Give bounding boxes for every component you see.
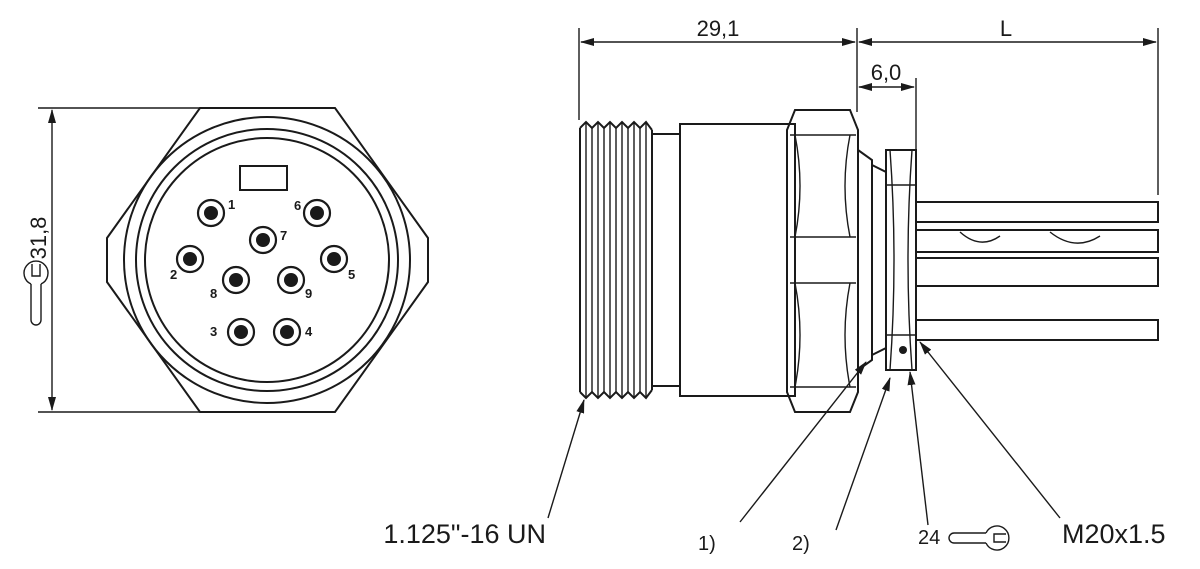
pin-9 [276,265,306,295]
pin-3 [226,317,256,347]
wrench-icon [23,260,49,326]
pin-label-1: 1 [228,197,235,212]
cable-wires [916,201,1159,341]
pin-label-7: 7 [280,228,287,243]
hex-nut [786,109,859,413]
pin-label-5: 5 [348,267,355,282]
pin-label-4: 4 [305,324,313,339]
hex-body-outline [106,107,429,413]
pin-6 [302,198,332,228]
pin-2 [175,244,205,274]
inner-ring [135,128,399,392]
pin-4 [272,317,302,347]
pin-1 [196,198,226,228]
leader-note2 [835,377,891,531]
dim-label-width-across-flats: 31,8 [26,217,51,260]
outer-ring [123,116,411,404]
callout-note2: 2) [792,533,810,555]
flat-washer [871,164,887,356]
callout-mount-thread: M20x1.5 [1062,519,1166,549]
wrench-icon [948,525,1010,551]
body-cylinder [679,123,796,397]
dim-label-nut-length: 6,0 [871,60,902,85]
pin-7 [248,225,278,255]
seal-ring [857,149,873,371]
pin-label-3: 3 [210,324,217,339]
leader-wrench [907,371,929,526]
leader-mount-thread [919,341,1061,519]
side-view: 29,1 L 6,0 [383,16,1165,555]
pin-label-6: 6 [294,198,301,213]
leader-thread [547,399,585,519]
pin-label-2: 2 [170,267,177,282]
pin-label-8: 8 [210,286,217,301]
coding-key [239,165,288,191]
pin-5 [319,244,349,274]
thread-section [579,120,653,400]
callout-wrench-size: 24 [918,527,940,549]
dim-label-cable-length: L [1000,16,1012,41]
dim-label-body-length: 29,1 [697,16,740,41]
callout-thread: 1.125"-16 UN [383,519,546,549]
front-view: 31,8 1 2 3 4 5 6 7 8 9 [23,107,429,413]
pin-8 [221,265,251,295]
contact-face [144,137,390,383]
leader-note1 [739,361,867,523]
lock-nut [885,149,917,371]
callout-note1: 1) [698,533,716,555]
neck [652,133,681,387]
pin-label-9: 9 [305,286,312,301]
